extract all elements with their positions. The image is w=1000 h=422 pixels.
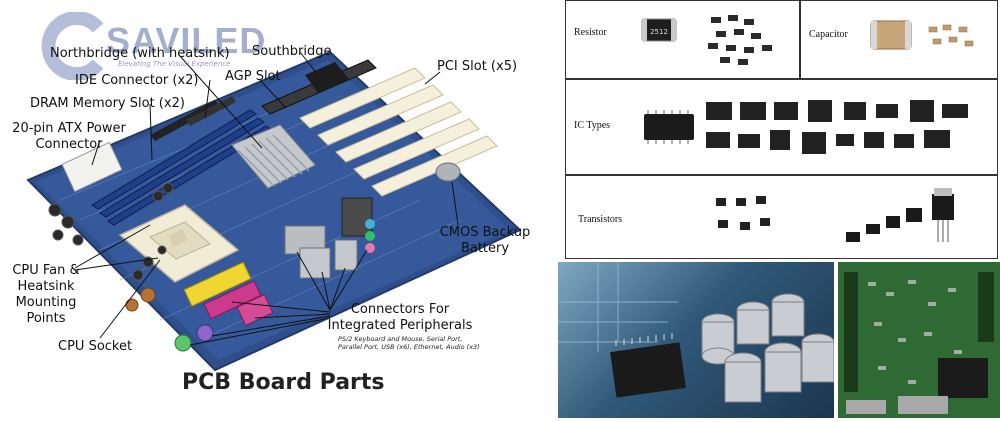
logo-mark-icon xyxy=(41,12,104,80)
page-title: PCB Board Parts xyxy=(182,370,385,395)
label-northbridge: Northbridge (with heatsink) xyxy=(50,46,230,61)
label-southbridge: Southbridge xyxy=(252,44,332,59)
capacitor-icon xyxy=(870,20,974,50)
label-ide: IDE Connector (x2) xyxy=(75,73,199,88)
label-ic-types: IC Types xyxy=(574,120,611,131)
atx-power-connector xyxy=(61,141,123,193)
motherboard-illustration xyxy=(26,50,522,372)
label-cmos-line1: CMOS Backup xyxy=(439,225,531,240)
ic-chips-icon xyxy=(644,100,968,154)
label-agp: AGP Slot xyxy=(225,69,281,84)
io-connectors xyxy=(174,197,375,352)
cell-ic-types: IC Types xyxy=(565,79,998,175)
label-connectors-sub2: Parallel Port, USB (x6), Ethernet, Audio… xyxy=(338,343,480,351)
cell-transistors: Transistors xyxy=(565,175,998,259)
label-cpufan-line2: Heatsink xyxy=(17,279,75,294)
label-atx-line2: Connector xyxy=(35,137,103,152)
cell-capacitor: Capacitor xyxy=(800,0,998,79)
label-pci: PCI Slot (x5) xyxy=(437,59,518,74)
pci-slots xyxy=(299,67,498,197)
southbridge-chip xyxy=(305,62,350,93)
label-cpufan-line3: Mounting xyxy=(15,295,77,310)
label-connectors-line2: Integrated Peripherals xyxy=(327,318,473,333)
label-cpu-socket: CPU Socket xyxy=(58,339,133,354)
label-resistor: Resistor xyxy=(574,27,607,38)
logo-name: SAVILED xyxy=(106,20,267,61)
transistors-icon xyxy=(716,188,954,242)
label-transistors: Transistors xyxy=(578,214,623,225)
green-pcb-photo xyxy=(838,262,1000,418)
northbridge-heatsink xyxy=(231,124,316,189)
label-dram: DRAM Memory Slot (x2) xyxy=(30,96,185,111)
cmos-battery xyxy=(435,162,461,182)
cell-resistor: Resistor 2512 xyxy=(565,0,800,79)
circuit-photo-drawing xyxy=(558,262,834,403)
ide-connector xyxy=(150,100,220,141)
logo-tagline: Elevating The Visual Experience xyxy=(118,60,231,68)
label-capacitor: Capacitor xyxy=(809,29,848,40)
leader-lines xyxy=(74,51,459,346)
label-cmos-line2: Battery xyxy=(460,241,510,256)
resistor-icon: 2512 xyxy=(641,15,772,65)
capacitor-circuit-photo xyxy=(558,262,834,418)
dram-slots xyxy=(91,109,273,226)
label-cpufan-line1: CPU Fan & xyxy=(12,263,80,278)
green-pcb-drawing xyxy=(838,262,1000,418)
label-atx-line1: 20-pin ATX Power xyxy=(12,121,126,136)
resistor-marking: 2512 xyxy=(650,28,668,36)
label-cpufan-line4: Points xyxy=(26,311,66,326)
label-connectors-line1: Connectors For xyxy=(350,302,450,317)
label-connectors-sub1: PS/2 Keyboard and Mouse, Serial Port, xyxy=(338,335,463,343)
